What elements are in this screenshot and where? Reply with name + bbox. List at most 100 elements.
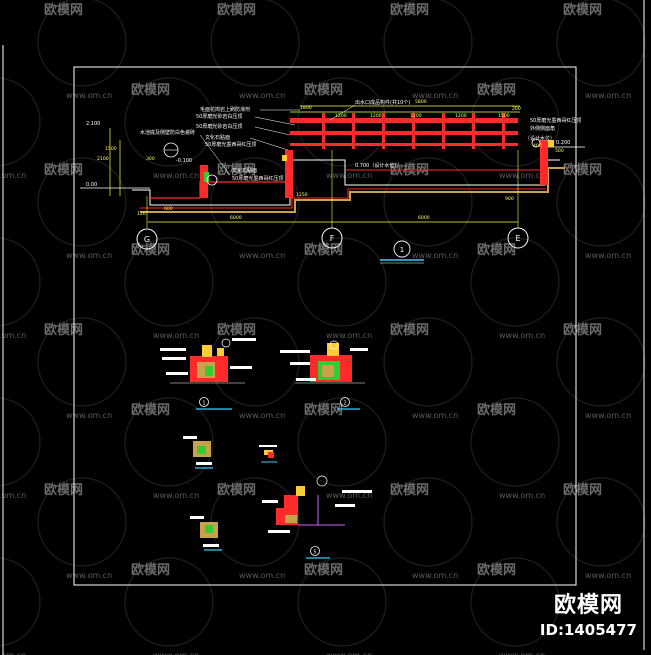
watermark-url: www.om.cn xyxy=(66,411,112,420)
wall-left-green xyxy=(204,172,209,182)
watermark-text: 欧模网 xyxy=(563,162,602,178)
watermark-text: 欧模网 xyxy=(304,402,343,418)
watermark-url: www.om.cn xyxy=(153,491,199,500)
note-block xyxy=(232,338,256,341)
watermark-arc xyxy=(0,237,41,327)
detail-callout-circle xyxy=(531,138,541,148)
watermark-text: 欧模网 xyxy=(44,162,83,178)
note-block xyxy=(162,357,186,360)
watermark-url: www.om.cn xyxy=(585,251,631,260)
detail-yellow xyxy=(327,343,339,356)
detail-yellow xyxy=(202,345,212,357)
leader-note: 文化石贴面 xyxy=(205,134,230,141)
water-level-label: 0.700（设计水位） xyxy=(355,162,399,169)
bottom-note: 50厚磨光墨西哥红压顶 xyxy=(232,175,283,182)
dimension-label: 120 xyxy=(137,211,146,217)
watermark-text: 欧模网 xyxy=(563,482,602,498)
dimension-label: 5800 xyxy=(415,99,427,105)
watermark-url: www.om.cn xyxy=(239,91,285,100)
note-block xyxy=(296,378,316,381)
detail-mark-1: 1 xyxy=(196,397,232,410)
section-title: 1 xyxy=(380,240,424,264)
watermark-arc xyxy=(470,397,560,487)
outlet-column xyxy=(442,113,445,149)
watermark-text: 欧模网 xyxy=(304,562,343,578)
watermark-arc xyxy=(383,477,473,567)
note-block xyxy=(290,362,310,365)
watermark-url: www.om.cn xyxy=(326,651,372,655)
watermark-url: www.om.cn xyxy=(153,171,199,180)
detail-mark-circle xyxy=(199,397,209,407)
dimension-label: 500 xyxy=(555,148,564,154)
note-block xyxy=(230,366,252,369)
watermark-url: www.om.cn xyxy=(153,651,199,655)
watermark-text: 欧模网 xyxy=(217,482,256,498)
watermark-arc xyxy=(0,397,41,487)
dimension-label: 200 xyxy=(512,106,521,112)
watermark-url: www.om.cn xyxy=(66,571,112,580)
watermark-text: 欧模网 xyxy=(390,2,429,18)
detail-green xyxy=(205,525,213,533)
watermark-arc xyxy=(37,0,127,87)
watermark-url: www.om.cn xyxy=(585,91,631,100)
watermark-text: 欧模网 xyxy=(44,482,83,498)
leader-line xyxy=(329,104,356,121)
watermark-url: www.om.cn xyxy=(153,331,199,340)
watermark-url: www.om.cn xyxy=(412,571,458,580)
watermark-url: www.om.cn xyxy=(66,91,112,100)
pool-slab-red xyxy=(140,188,546,209)
note-block xyxy=(280,350,310,353)
detail-callout-circle xyxy=(206,174,218,186)
watermark-url: www.om.cn xyxy=(239,251,285,260)
coping-band-top xyxy=(290,118,518,123)
dimension-label: 1250 xyxy=(296,192,308,198)
elevation-label: -0.100 xyxy=(176,158,192,164)
watermark-url: www.om.cn xyxy=(0,171,26,180)
section-mark-number: 1 xyxy=(400,246,404,254)
brand-badge: 欧模网 ID:1405477 xyxy=(540,587,637,639)
leader-note: 50厚磨光墨西哥红压顶 xyxy=(205,141,256,148)
detail-mark-number: 5 xyxy=(313,550,316,556)
watermark-url: www.om.cn xyxy=(239,571,285,580)
watermark-text: 欧模网 xyxy=(477,82,516,98)
watermark-arc xyxy=(0,557,41,647)
outlet-column xyxy=(352,113,355,149)
section-mark-circle xyxy=(393,240,411,258)
watermark-text: 欧模网 xyxy=(304,242,343,258)
detail-mark-6: 5 xyxy=(306,546,330,559)
watermark-text: 欧模网 xyxy=(217,2,256,18)
detail-wall-red xyxy=(284,495,298,509)
axis-bubble xyxy=(507,227,529,249)
dimension-label: 2100 xyxy=(97,156,109,162)
dimension-label: 1200 xyxy=(370,113,382,119)
note-block xyxy=(203,544,219,547)
detail-callout-circle xyxy=(316,475,328,487)
dimension-label: 1200 xyxy=(455,113,467,119)
watermark-arc xyxy=(124,237,214,327)
watermark-url: www.om.cn xyxy=(412,91,458,100)
dimension-labels: 6000 6000 1200 1200 1200 1200 1800 5800 … xyxy=(97,99,564,221)
drawing-frame xyxy=(73,66,577,586)
watermark-text: 欧模网 xyxy=(390,322,429,338)
watermark-url: www.om.cn xyxy=(0,331,26,340)
watermark-arc xyxy=(556,477,646,567)
watermark-url: www.om.cn xyxy=(499,491,545,500)
watermark-arc xyxy=(37,157,127,247)
dimension-label: 1500 xyxy=(498,113,510,119)
elevation-label: 0.00 xyxy=(86,182,97,188)
leader-note: 50厚磨光砂岩白压顶 xyxy=(196,123,242,130)
coping-band-middle xyxy=(290,131,518,135)
watermark-url: www.om.cn xyxy=(326,171,372,180)
note-block xyxy=(262,500,278,503)
watermark-text: 欧模网 xyxy=(477,242,516,258)
watermark-arc xyxy=(124,77,214,167)
detail-yellow xyxy=(296,486,305,496)
watermark-text: 欧模网 xyxy=(131,562,170,578)
leader-note: 毛面花岗岩上刷防滑剂 xyxy=(200,106,250,113)
watermark-text: 欧模网 xyxy=(477,402,516,418)
watermark-arc xyxy=(470,237,560,327)
watermark-url: www.om.cn xyxy=(412,411,458,420)
watermark-arc xyxy=(210,0,300,87)
elevation-label: 0.200 xyxy=(556,140,570,146)
